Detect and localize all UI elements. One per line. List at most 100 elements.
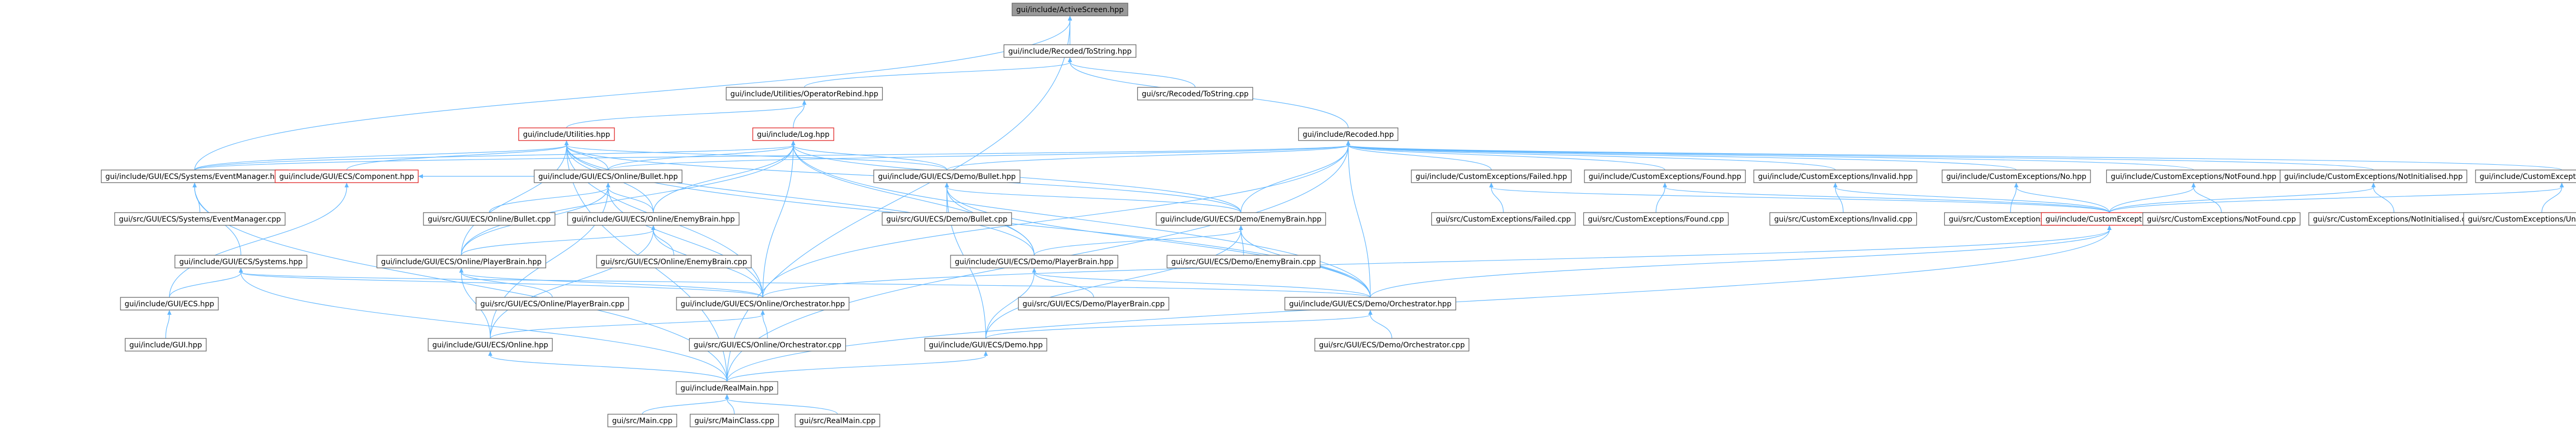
node-component[interactable]: gui/include/GUI/ECS/Component.hpp [275,169,419,183]
node-ce_no[interactable]: gui/include/CustomExceptions/No.hpp [1942,169,2091,183]
node-demoplayer[interactable]: gui/include/GUI/ECS/Demo/PlayerBrain.hpp [950,255,1118,268]
node-src_invalid[interactable]: gui/src/CustomExceptions/Invalid.cpp [1769,212,1917,226]
arrowhead-log-to-demoorch [791,141,795,145]
node-demo[interactable]: gui/include/GUI/ECS/Demo.hpp [924,338,1047,352]
node-src_realmain[interactable]: gui/src/RealMain.cpp [794,414,881,427]
node-box [873,169,1021,183]
node-box [376,255,547,268]
node-label: gui/include/CustomExceptions/Found.hpp [1589,173,1741,181]
edge-ce_failed-to-src_failed [1491,187,1504,213]
node-utilities_opreb[interactable]: gui/include/Utilities/OperatorRebind.hpp [725,87,883,101]
node-box [689,338,846,352]
edge-recoded-to-ce_invalid [1348,145,1836,171]
node-onlineplayer[interactable]: gui/include/GUI/ECS/Online/PlayerBrain.h… [376,255,547,268]
edges-layer [165,16,2564,415]
node-label: gui/src/GUI/ECS/Systems/EventManager.cpp [119,215,281,224]
node-recoded_tostring[interactable]: gui/include/Recoded/ToString.hpp [1003,44,1137,58]
node-box [2475,169,2576,183]
node-src_onlinebullet[interactable]: gui/src/GUI/ECS/Online/Bullet.cpp [423,212,555,226]
edge-demobullet-to-demoenemy [946,187,1241,213]
node-label: gui/src/RealMain.cpp [799,417,875,425]
node-onlinebullet[interactable]: gui/include/GUI/ECS/Online/Bullet.hpp [533,169,683,183]
node-src_found[interactable]: gui/src/CustomExceptions/Found.cpp [1583,212,1729,226]
node-box [275,169,419,183]
node-src_demoenemy[interactable]: gui/src/GUI/ECS/Demo/EnemyBrain.cpp [1166,255,1321,268]
node-box [533,169,683,183]
edge-customexceptions-to-onlineorch [762,229,2110,298]
node-src_demobullet[interactable]: gui/src/GUI/ECS/Demo/Bullet.cpp [882,212,1012,226]
node-box [2463,212,2576,226]
arrowhead-recoded_tostring-to-recoded [1068,57,1072,62]
node-box [1583,212,1729,226]
node-src_notfound[interactable]: gui/src/CustomExceptions/NotFound.cpp [2142,212,2301,226]
edge-ce_notfound-to-src_notfound [2193,187,2222,213]
node-online[interactable]: gui/include/GUI/ECS/Online.hpp [428,338,553,352]
node-label: gui/src/CustomExceptions/Invalid.cpp [1774,215,1913,224]
node-label: gui/src/MainClass.cpp [694,417,774,425]
node-gui[interactable]: gui/include/GUI.hpp [125,338,207,352]
node-box [518,127,615,141]
node-src_demoplayer[interactable]: gui/src/GUI/ECS/Demo/PlayerBrain.cpp [1018,297,1169,311]
node-label: gui/include/CustomExceptions/Invalid.hpp [1758,173,1913,181]
node-box [125,338,207,352]
arrowhead-recoded-to-realmain [1346,141,1350,145]
node-box [1411,169,1572,183]
arrowhead-utilities-to-realmain [564,141,569,145]
node-demobullet[interactable]: gui/include/GUI/ECS/Demo/Bullet.hpp [873,169,1021,183]
node-src_onlineenemy[interactable]: gui/src/GUI/ECS/Online/EnemyBrain.cpp [596,255,752,268]
node-label: gui/src/CustomExceptions/NotInitialised.… [2313,215,2475,224]
node-label: gui/include/GUI/ECS/Systems/EventManager… [105,173,284,181]
arrowhead-utilities_opreb-to-log [802,100,806,105]
node-box [950,255,1118,268]
node-src_notinit[interactable]: gui/src/CustomExceptions/NotInitialised.… [2308,212,2480,226]
node-box [924,338,1047,352]
arrowhead-systems-to-realmain [239,268,243,273]
node-ce_notfound[interactable]: gui/include/CustomExceptions/NotFound.hp… [2106,169,2281,183]
node-src_demoorch[interactable]: gui/src/GUI/ECS/Demo/Orchestrator.cpp [1314,338,1470,352]
node-activescreen[interactable]: gui/include/ActiveScreen.hpp [1012,3,1128,16]
node-log[interactable]: gui/include/Log.hpp [752,127,834,141]
node-box [1166,255,1321,268]
node-demoenemy[interactable]: gui/include/GUI/ECS/Demo/EnemyBrain.hpp [1156,212,1326,226]
edge-activescreen-to-realmain [726,20,1070,382]
edge-ce_invalid-to-customexceptions [1835,187,2110,213]
node-ce_found[interactable]: gui/include/CustomExceptions/Found.hpp [1584,169,1746,183]
node-utilities[interactable]: gui/include/Utilities.hpp [518,127,615,141]
node-evmgr[interactable]: gui/include/GUI/ECS/Systems/EventManager… [100,169,289,183]
node-realmain[interactable]: gui/include/RealMain.hpp [675,381,779,395]
node-label: gui/src/GUI/ECS/Demo/EnemyBrain.cpp [1171,258,1316,266]
node-onlineenemy[interactable]: gui/include/GUI/ECS/Online/EnemyBrain.hp… [567,212,740,226]
node-src_mainclass[interactable]: gui/src/MainClass.cpp [690,414,779,427]
node-src_evmgr[interactable]: gui/src/GUI/ECS/Systems/EventManager.cpp [114,212,286,226]
node-box [2308,212,2480,226]
node-label: gui/src/GUI/ECS/Online/PlayerBrain.cpp [480,300,624,308]
node-ce_invalid[interactable]: gui/include/CustomExceptions/Invalid.hpp [1753,169,1917,183]
node-ecs[interactable]: gui/include/GUI/ECS.hpp [120,297,219,311]
node-src_main[interactable]: gui/src/Main.cpp [607,414,678,427]
edge-online-to-realmain [490,355,728,382]
edge-recoded-to-ce_notfound [1348,145,2194,171]
node-src_onlineplayer[interactable]: gui/src/GUI/ECS/Online/PlayerBrain.cpp [476,297,629,311]
edge-systems-to-realmain [240,272,728,382]
node-label: gui/src/CustomExceptions/Failed.cpp [1436,215,1571,224]
node-box [676,297,850,311]
node-label: gui/include/CustomExceptions/NotFound.hp… [2111,173,2277,181]
node-src_failed[interactable]: gui/src/CustomExceptions/Failed.cpp [1431,212,1576,226]
node-label: gui/src/Recoded/ToString.cpp [1141,90,1248,98]
node-box [1753,169,1917,183]
node-label: gui/include/Recoded.hpp [1302,131,1393,139]
node-ce_notinit[interactable]: gui/include/CustomExceptions/NotInitiali… [2279,169,2468,183]
edge-utilities-to-onlinebullet [566,145,609,171]
node-src_unknown[interactable]: gui/src/CustomExceptions/Unknown.cpp [2463,212,2576,226]
node-src_onlineorch[interactable]: gui/src/GUI/ECS/Online/Orchestrator.cpp [689,338,846,352]
node-recoded[interactable]: gui/include/Recoded.hpp [1298,127,1399,141]
node-ce_unknown[interactable]: gui/include/CustomExceptions/Unknown.hpp [2475,169,2576,183]
arrowhead-customexceptions-to-realmain [2107,225,2112,230]
node-onlineorch[interactable]: gui/include/GUI/ECS/Online/Orchestrator.… [676,297,850,311]
node-src_tostring[interactable]: gui/src/Recoded/ToString.cpp [1137,87,1254,101]
node-demoorch[interactable]: gui/include/GUI/ECS/Demo/Orchestrator.hp… [1284,297,1457,311]
node-ce_failed[interactable]: gui/include/CustomExceptions/Failed.hpp [1411,169,1572,183]
arrowhead-ce_unknown-to-customexceptions [2560,183,2564,187]
node-systems[interactable]: gui/include/GUI/ECS/Systems.hpp [174,255,308,268]
node-label: gui/include/GUI/ECS/Online.hpp [432,341,548,349]
